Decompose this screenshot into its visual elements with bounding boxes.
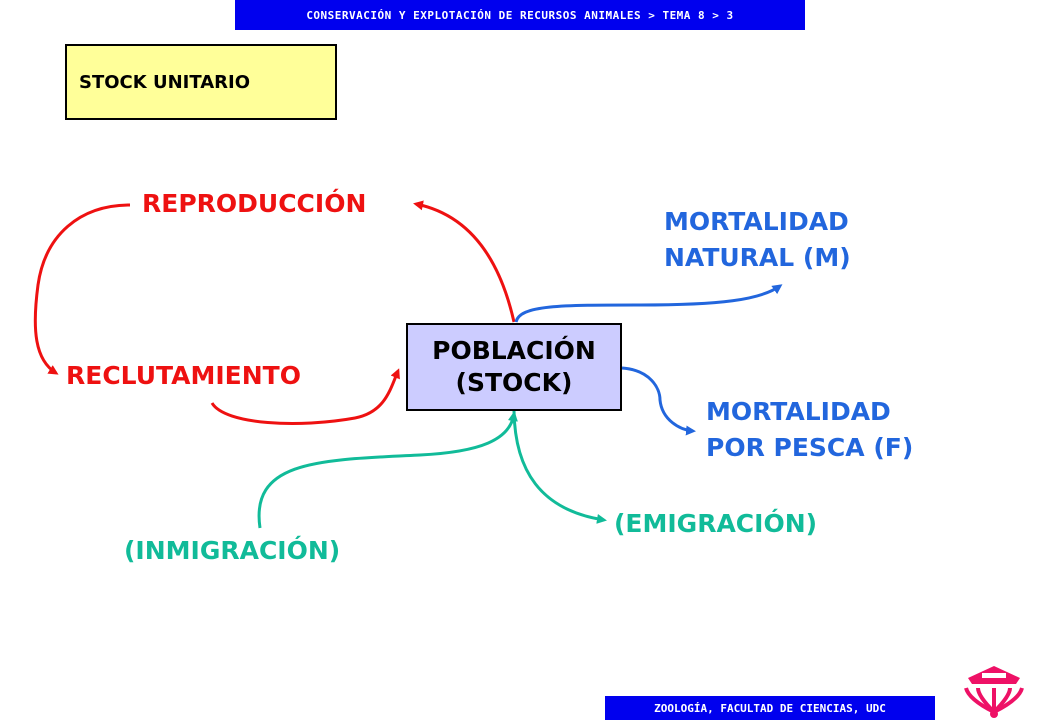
population-node: POBLACIÓN (STOCK) [406, 323, 622, 411]
fishing-mortality-label: MORTALIDAD POR PESCA (F) [706, 394, 913, 467]
fishing-mortality-line1: MORTALIDAD [706, 397, 891, 426]
arrow-population-emigration [512, 410, 607, 524]
breadcrumb: CONSERVACIÓN Y EXPLOTACIÓN DE RECURSOS A… [235, 0, 805, 30]
natural-mortality-line1: MORTALIDAD [664, 207, 849, 236]
population-label-line2: (STOCK) [455, 368, 573, 397]
reproduction-label: REPRODUCCIÓN [142, 189, 367, 218]
emigration-label: (EMIGRACIÓN) [614, 509, 818, 538]
arrow-population-fishing-mortality [621, 366, 696, 436]
arrow-immigration-population [257, 411, 518, 529]
arrow-recruitment-population [210, 368, 400, 425]
fishing-mortality-line2: POR PESCA (F) [706, 433, 914, 463]
page-title: STOCK UNITARIO [65, 44, 337, 120]
natural-mortality-line2: NATURAL (M) [664, 243, 851, 273]
arrow-reproduction-recruitment [33, 203, 131, 375]
university-logo-icon [964, 666, 1024, 718]
immigration-label: (INMIGRACIÓN) [124, 536, 341, 565]
footer-credit: ZOOLOGÍA, FACULTAD DE CIENCIAS, UDC [605, 696, 935, 720]
arrow-population-reproduction [413, 200, 516, 323]
population-label-line1: POBLACIÓN [432, 335, 596, 365]
recruitment-label: RECLUTAMIENTO [66, 361, 301, 390]
arrow-population-natural-mortality [514, 284, 783, 323]
natural-mortality-label: MORTALIDAD NATURAL (M) [664, 204, 851, 277]
